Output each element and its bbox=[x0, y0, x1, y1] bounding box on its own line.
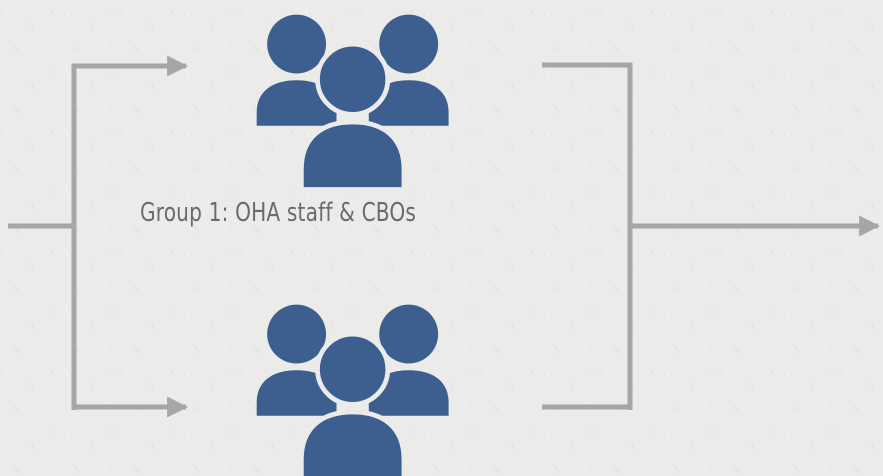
input-connector bbox=[8, 55, 189, 418]
output-bracket bbox=[542, 62, 881, 410]
group-1-label: Group 1: OHA staff & CBOs bbox=[140, 198, 417, 228]
